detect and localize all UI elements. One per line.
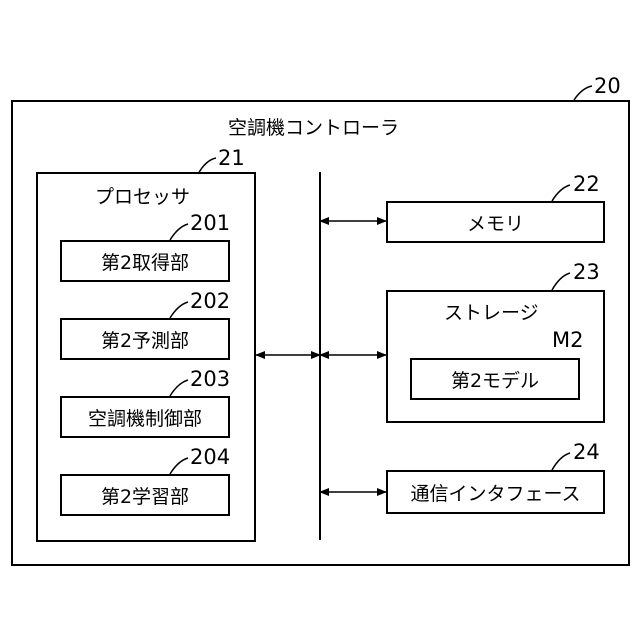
controller-title: 空調機コントローラ — [228, 113, 399, 140]
unit-control-ref: 203 — [190, 367, 230, 391]
leader-20 — [574, 86, 592, 100]
interface-ref: 24 — [573, 440, 600, 464]
unit-acquisition: 第2取得部 — [60, 240, 230, 282]
processor-ref: 21 — [218, 146, 245, 170]
memory-ref: 22 — [573, 172, 600, 196]
memory-box: メモリ — [386, 201, 605, 243]
unit-acquisition-ref: 201 — [190, 211, 230, 235]
controller-ref: 20 — [594, 74, 621, 98]
processor-title: プロセッサ — [95, 182, 190, 209]
unit-learning: 第2学習部 — [60, 474, 230, 516]
unit-learning-ref: 204 — [190, 445, 230, 469]
unit-control: 空調機制御部 — [60, 396, 230, 438]
storage-title: ストレージ — [444, 298, 539, 325]
model-ref: M2 — [552, 328, 583, 352]
model-box: 第2モデル — [410, 358, 580, 400]
unit-prediction: 第2予測部 — [60, 318, 230, 360]
unit-prediction-ref: 202 — [190, 289, 230, 313]
interface-box: 通信インタフェース — [386, 470, 605, 514]
storage-ref: 23 — [573, 260, 600, 284]
